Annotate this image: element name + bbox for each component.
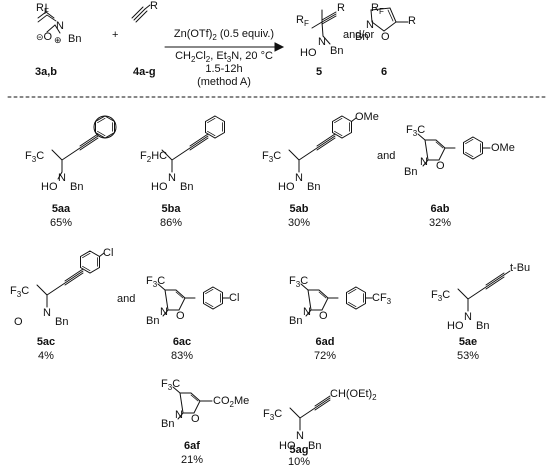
- 6af-yield: 21%: [180, 454, 204, 466]
- 6ac-cl: Cl: [229, 292, 240, 304]
- 6ab-ome: OMe: [491, 142, 515, 154]
- 5ae-tbu: t-Bu: [510, 262, 531, 274]
- 5ag-yield: 10%: [287, 456, 311, 468]
- 6af-rf: F3C: [161, 378, 181, 393]
- 5ba-ho: HO: [151, 181, 168, 193]
- 6ab-bn: Bn: [404, 166, 418, 178]
- 6af-co2me: CO2Me: [213, 395, 250, 410]
- 6af-n: N: [175, 409, 183, 421]
- 5aa-ho: HO: [41, 181, 58, 193]
- condition-method: (method A): [197, 76, 251, 88]
- alkyne-r: R: [150, 0, 158, 12]
- 6ab-id: 6ab: [430, 203, 450, 215]
- 6ab-n: N: [420, 156, 428, 168]
- 6ad-bn: Bn: [289, 315, 303, 327]
- 5ac-id: 5ac: [36, 336, 56, 348]
- 5ae-bn: Bn: [476, 320, 490, 332]
- 5ag-ho: HO: [279, 440, 296, 452]
- 6af-o: O: [191, 413, 200, 425]
- p5-rf: RF: [296, 14, 309, 29]
- 5ac-ho: O: [14, 316, 23, 328]
- nitrone-bn: Bn: [68, 33, 82, 45]
- plus-charge: ⊕: [54, 35, 62, 45]
- and-or: and/or: [343, 29, 375, 41]
- 5ag-acetal: CH(OEt)2: [330, 388, 377, 403]
- 6ad-cf3: CF3: [372, 292, 392, 307]
- 6ac-yield: 83%: [170, 350, 194, 362]
- p6-n: N: [366, 19, 374, 31]
- 5aa-bn: Bn: [70, 181, 84, 193]
- 6ab-o: O: [436, 160, 445, 172]
- 6ac-n: N: [160, 306, 168, 318]
- 6ac-o: O: [176, 310, 185, 322]
- p6-o: O: [381, 31, 390, 43]
- 5ac-n: N: [43, 307, 51, 319]
- 5ae-n: N: [464, 311, 472, 323]
- 6ab-rf: F3C: [406, 124, 426, 139]
- nitrone-n: N: [56, 20, 64, 32]
- p5-n: N: [318, 36, 326, 48]
- 5aa-rf: F3C: [25, 150, 45, 165]
- 5ae-ho: HO: [447, 320, 464, 332]
- 5ae-id: 5ae: [458, 336, 478, 348]
- 5ba-n: N: [168, 172, 176, 184]
- 6ad-n: N: [303, 306, 311, 318]
- p6-rf: RF: [371, 2, 384, 17]
- 5ba-yield: 86%: [159, 217, 183, 229]
- and-1: and: [377, 150, 396, 162]
- 6ac-rf: F3C: [146, 275, 166, 290]
- condition-solvent: CH2Cl2, Et3N, 20 °C: [175, 50, 273, 65]
- reactant2-label: 4a-g: [133, 66, 156, 78]
- 6ad-id: 6ad: [315, 336, 335, 348]
- plus-sign: +: [112, 29, 119, 41]
- 6ac-bn: Bn: [146, 315, 160, 327]
- 6ad-o: O: [319, 310, 328, 322]
- 6ab-yield: 32%: [428, 217, 452, 229]
- rf-label: RF: [36, 2, 49, 17]
- p6-bn: Bn: [355, 31, 369, 43]
- 5ab-rf: F3C: [262, 150, 282, 165]
- 6ad-rf: F3C: [289, 275, 309, 290]
- 5aa-yield: 65%: [49, 217, 73, 229]
- product2-label: 6: [381, 66, 388, 78]
- reactant1-label: 3a,b: [35, 66, 58, 78]
- and-2: and: [117, 293, 136, 305]
- 5ae-yield: 53%: [456, 350, 480, 362]
- 5ba-bn: Bn: [180, 181, 194, 193]
- p5-ho: HO: [300, 47, 317, 59]
- 5ae-rf: F3C: [431, 289, 451, 304]
- p6-r: R: [408, 15, 416, 27]
- 6af-id: 6af: [184, 440, 200, 452]
- nitrone-o: ⊝O: [36, 31, 53, 43]
- product1-label: 5: [316, 66, 323, 78]
- 5aa-n: N: [58, 172, 66, 184]
- p5-r: R: [337, 2, 345, 14]
- 6af-bn: Bn: [161, 418, 175, 430]
- 5ba-id: 5ba: [161, 203, 181, 215]
- 5ac-bn: Bn: [55, 316, 69, 328]
- 5ab-yield: 30%: [287, 217, 311, 229]
- 6ad-yield: 72%: [313, 350, 337, 362]
- 5ab-ho: HO: [278, 181, 295, 193]
- 5ba-rf: F2HC: [140, 150, 168, 165]
- 5aa-id: 5aa: [51, 203, 71, 215]
- 5ac-rf: F3C: [10, 285, 30, 300]
- 5ag-bn: Bn: [308, 440, 322, 452]
- 5ag-id: 5ag: [289, 444, 309, 456]
- 5ag-n: N: [296, 430, 304, 442]
- 6ac-id: 6ac: [172, 336, 192, 348]
- 5ag-rf: F3C: [263, 408, 283, 423]
- 5ac-cl: Cl: [103, 247, 114, 259]
- condition-catalyst: Zn(OTf)2 (0.5 equiv.): [173, 28, 275, 43]
- 5ab-n: N: [295, 172, 303, 184]
- p5-bn: Bn: [330, 45, 344, 57]
- 5ab-bn: Bn: [307, 181, 321, 193]
- 5ac-yield: 4%: [38, 350, 54, 362]
- 5ab-ome: OMe: [355, 111, 379, 123]
- condition-time: 1.5-12h: [205, 63, 243, 75]
- 5ab-id: 5ab: [289, 203, 309, 215]
